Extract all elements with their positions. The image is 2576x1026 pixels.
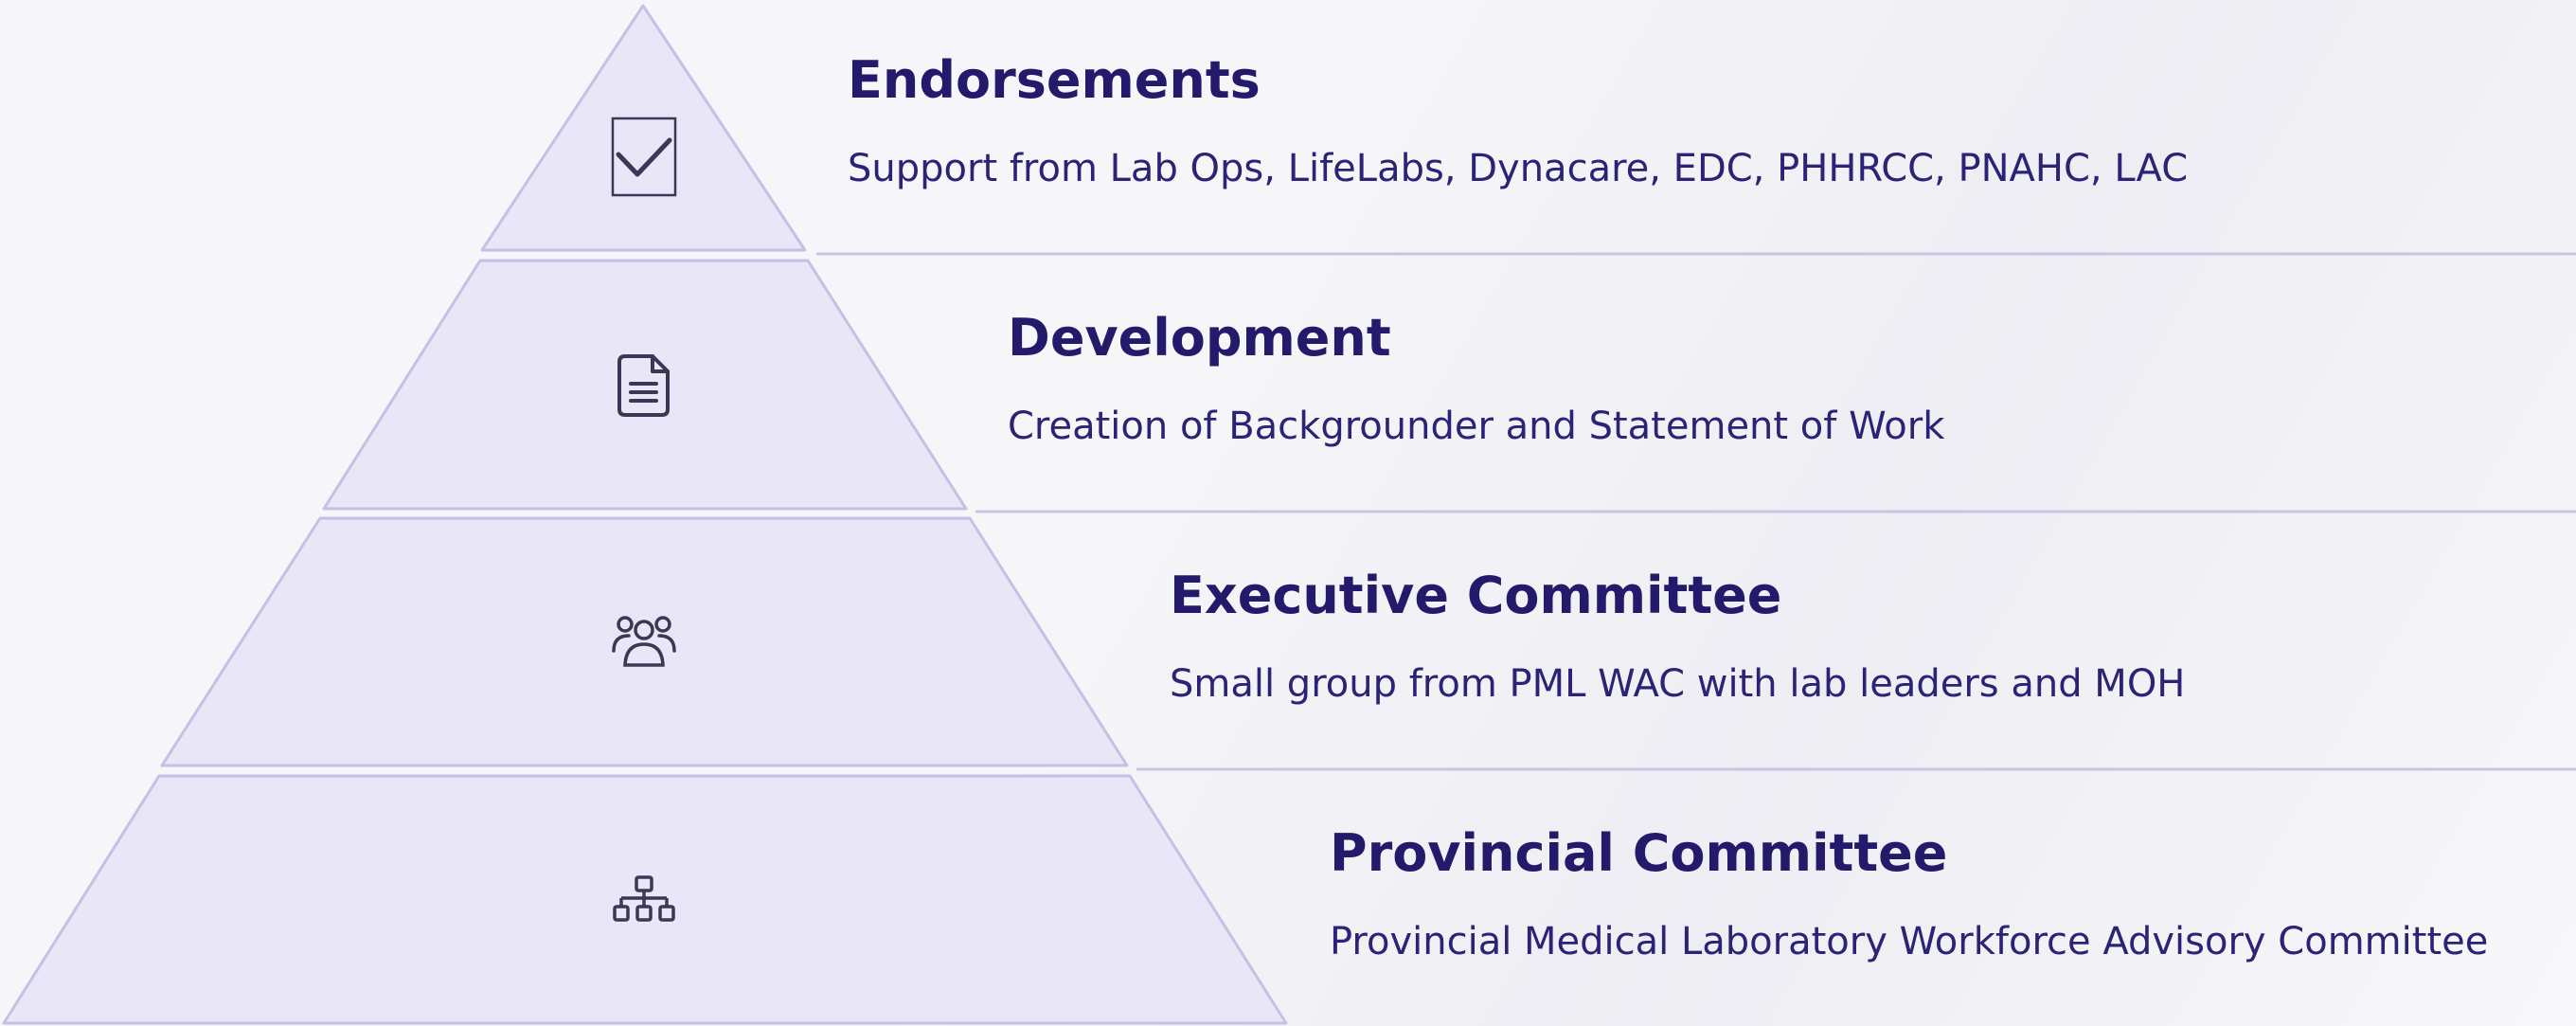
tier-shape-executive-committee [160, 516, 1129, 767]
tier-title: Development [1008, 308, 1391, 368]
tier-description: Small group from PML WAC with lab leader… [1170, 662, 2186, 706]
tier-title: Endorsements [848, 50, 1261, 110]
checkbox-icon [611, 117, 677, 197]
tier-shape-endorsements [480, 4, 807, 252]
document-icon [617, 354, 670, 417]
tier-title: Executive Committee [1170, 566, 1782, 625]
tier-description: Provincial Medical Laboratory Workforce … [1330, 920, 2489, 963]
tier-endorsements: Endorsements Support from Lab Ops, LifeL… [848, 50, 2189, 190]
tier-description: Creation of Backgrounder and Statement o… [1008, 405, 1945, 448]
tier-development: Development Creation of Backgrounder and… [1008, 308, 1945, 448]
org-chart-icon [613, 875, 675, 922]
tier-title: Provincial Committee [1330, 823, 1948, 883]
tier-provincial-committee: Provincial Committee Provincial Medical … [1330, 823, 2489, 963]
tier-executive-committee: Executive Committee Small group from PML… [1170, 566, 2186, 706]
tier-description: Support from Lab Ops, LifeLabs, Dynacare… [848, 147, 2189, 190]
people-group-icon [612, 616, 676, 667]
